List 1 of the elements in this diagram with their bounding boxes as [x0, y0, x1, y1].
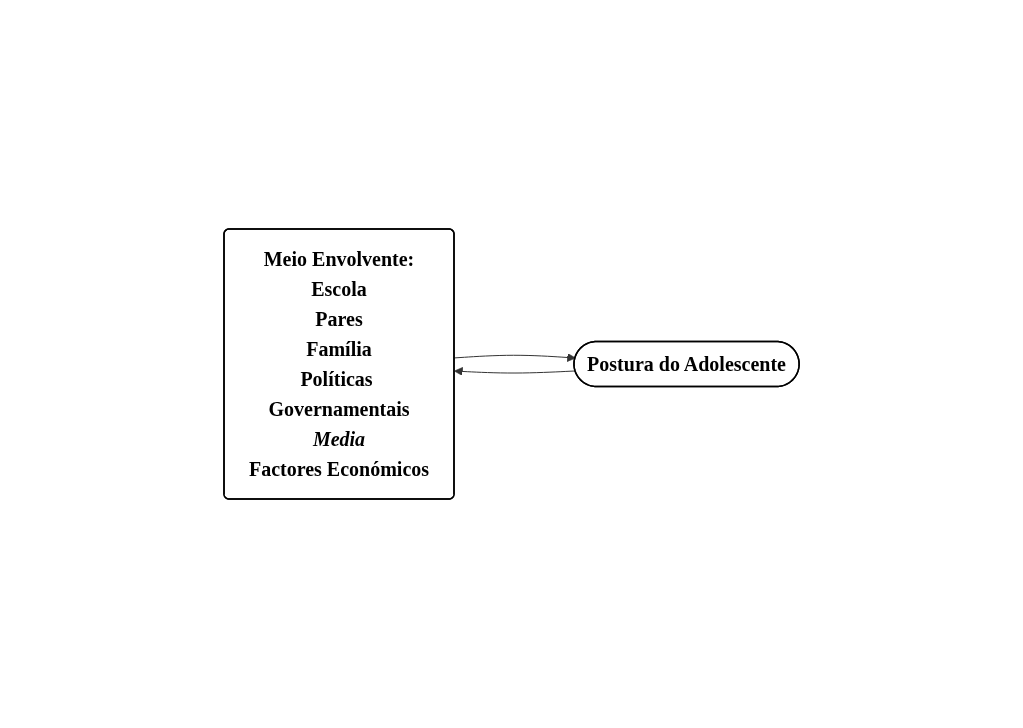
- arrow: [453, 353, 576, 362]
